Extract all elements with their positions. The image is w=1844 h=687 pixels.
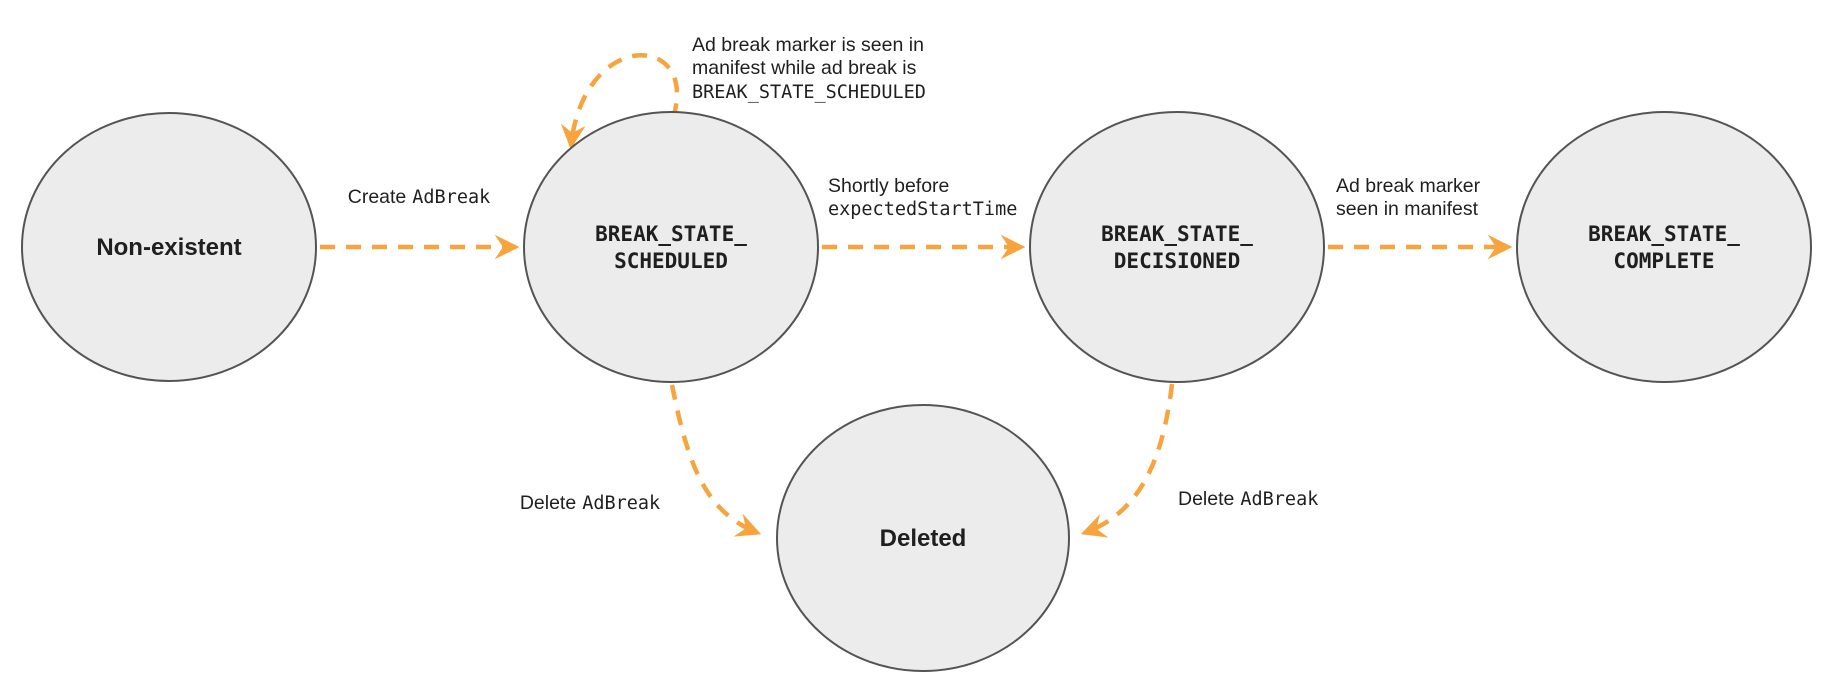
edge-label-delete-from-scheduled-plain: Delete	[520, 492, 576, 514]
edge-label-self-loop-line3: BREAK_STATE_SCHEDULED	[692, 82, 926, 103]
edge-label-delete-from-decisioned-plain: Delete	[1178, 488, 1234, 510]
state-label-deleted: Deleted	[880, 525, 967, 552]
state-label-decisioned-line2: DECISIONED	[1114, 249, 1240, 273]
edge-label-create-adbreak-code: AdBreak	[412, 187, 490, 208]
state-label-scheduled-line1: BREAK_STATE_	[595, 222, 747, 246]
state-label-decisioned-line1: BREAK_STATE_	[1101, 222, 1253, 246]
edge-label-expected-start-time: expectedStartTime	[828, 199, 1017, 220]
state-node-break-state-scheduled	[523, 111, 819, 383]
edge-label-marker-seen-line1: Ad break marker	[1336, 175, 1481, 197]
edge-delete-from-scheduled	[669, 384, 762, 537]
edge-label-delete-from-decisioned-code: AdBreak	[1240, 489, 1318, 510]
state-node-break-state-decisioned	[1029, 111, 1325, 383]
state-label-scheduled-line2: SCHEDULED	[614, 249, 728, 273]
state-node-non-existent	[21, 112, 317, 382]
edge-label-self-loop-line2: manifest while ad break is	[692, 57, 917, 79]
edge-label-delete-from-scheduled-code: AdBreak	[582, 493, 660, 514]
state-node-deleted	[776, 404, 1070, 672]
edge-label-shortly-before: Shortly before	[828, 175, 949, 197]
state-label-non-existent: Non-existent	[96, 234, 241, 261]
edge-label-create-adbreak-plain: Create	[348, 186, 407, 208]
state-label-complete-line1: BREAK_STATE_	[1588, 222, 1740, 246]
edge-label-marker-seen-line2: seen in manifest	[1336, 198, 1479, 220]
edge-label-self-loop-line1: Ad break marker is seen in	[692, 34, 924, 56]
edge-label-delete-from-decisioned: Delete AdBreak	[1178, 488, 1318, 510]
edge-label-delete-from-scheduled: Delete AdBreak	[520, 492, 660, 514]
edge-self-loop-scheduled	[560, 52, 680, 150]
edge-delete-from-decisioned	[1080, 383, 1175, 538]
state-label-complete-line2: COMPLETE	[1613, 249, 1714, 273]
state-node-break-state-complete	[1516, 111, 1812, 383]
